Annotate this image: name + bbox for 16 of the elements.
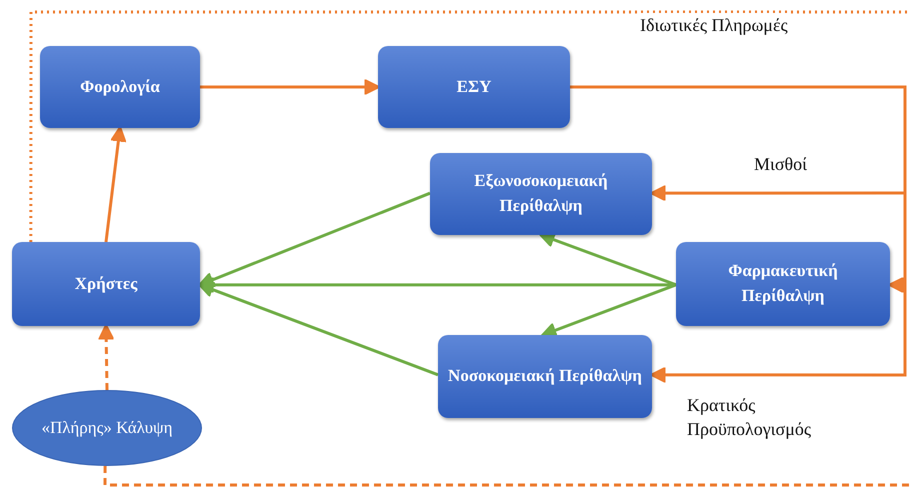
process-box: Νοσοκομειακή Περίθαλψη (438, 335, 652, 418)
edge-label: Ιδιωτικές Πληρωμές (638, 13, 790, 38)
process-box: Φαρμακευτική Περίθαλψη (676, 242, 890, 326)
arrow (104, 126, 127, 242)
process-box: ΕΣΥ (378, 46, 570, 128)
ellipse-node: «Πλήρης» Κάλυψη (12, 390, 202, 466)
arrow (198, 192, 431, 288)
dashed-line (29, 10, 910, 242)
process-box: Χρήστες (12, 242, 200, 326)
arrow (540, 283, 677, 338)
dashed-arrow (98, 324, 114, 390)
dashed-line (104, 466, 910, 486)
process-box: Φορολογία (40, 46, 200, 128)
process-box: Εξωνοσοκομειακή Περίθαλψη (430, 153, 652, 235)
arrow (198, 282, 439, 376)
arrow (200, 78, 380, 96)
